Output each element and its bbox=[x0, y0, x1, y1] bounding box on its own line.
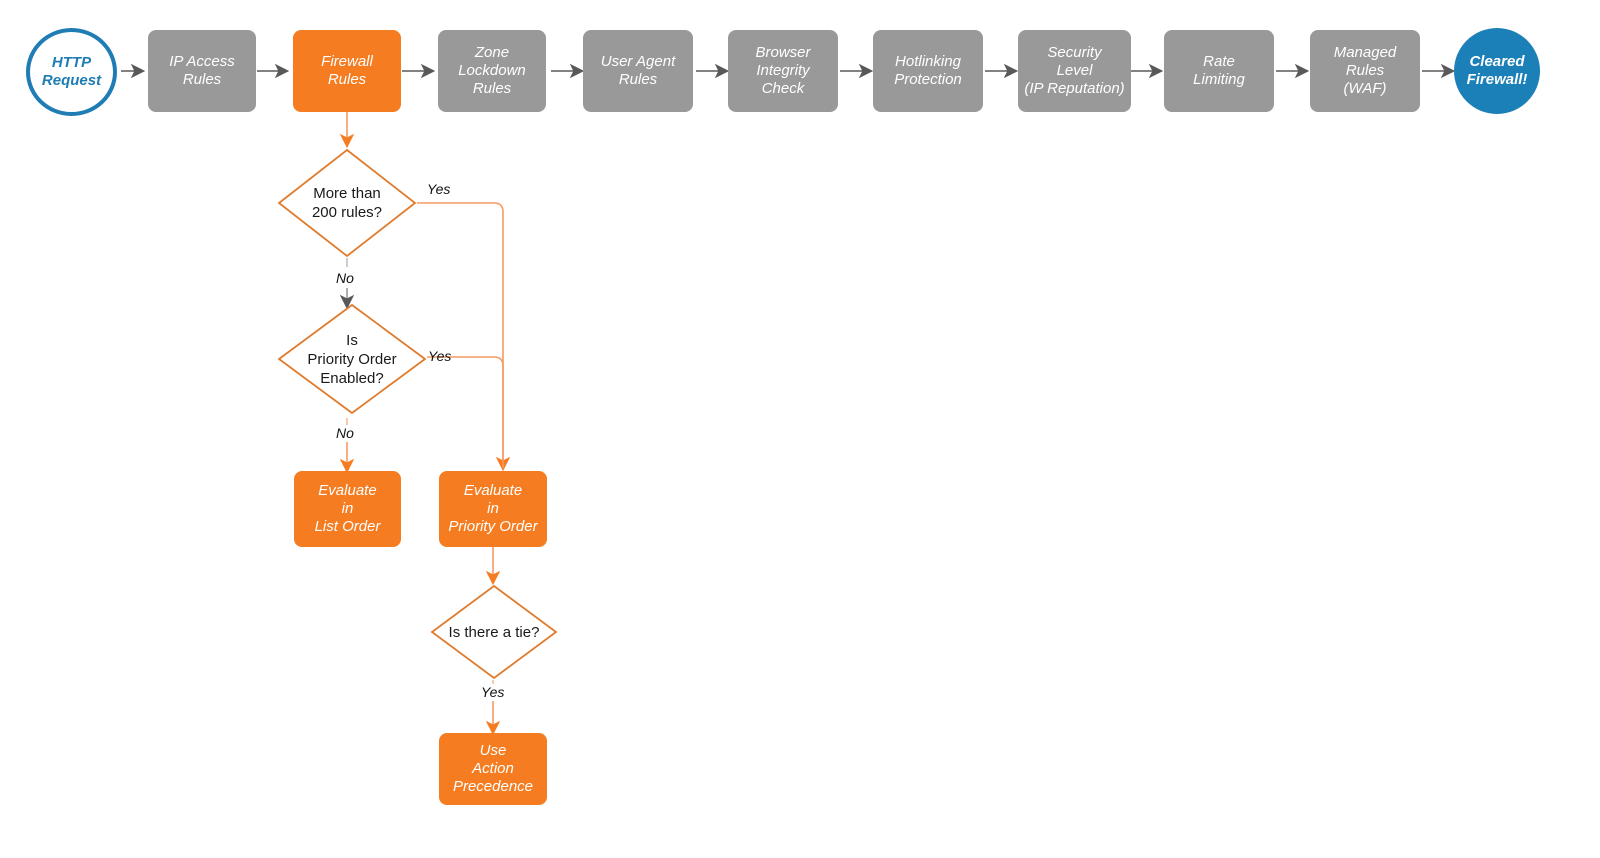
node-use-action-precedence-label: Use Action Precedence bbox=[452, 742, 534, 795]
node-rate-limiting-label: Rate Limiting bbox=[1193, 53, 1245, 88]
node-managed-rules-waf[interactable]: Managed Rules (WAF) bbox=[1310, 30, 1420, 112]
diamond-shape-3 bbox=[430, 584, 558, 680]
node-firewall-rules[interactable]: Firewall Rules bbox=[293, 30, 401, 112]
node-ip-access-rules[interactable]: IP Access Rules bbox=[148, 30, 256, 112]
edge-label-yes-tie: Yes bbox=[481, 684, 505, 700]
node-evaluate-in-list-order-label: Evaluate in List Order bbox=[314, 482, 381, 535]
node-security-level-label: Security Level (IP Reputation) bbox=[1024, 44, 1125, 97]
node-hotlinking-protection[interactable]: Hotlinking Protection bbox=[873, 30, 983, 112]
decision-more-than-200-rules[interactable]: More than 200 rules? bbox=[277, 148, 417, 258]
decision-is-there-a-tie-label: Is there a tie? bbox=[448, 623, 540, 641]
node-user-agent-rules-label: User Agent Rules bbox=[600, 53, 676, 88]
node-evaluate-in-priority-order[interactable]: Evaluate in Priority Order bbox=[439, 471, 547, 547]
node-hotlinking-protection-label: Hotlinking Protection bbox=[894, 53, 962, 88]
node-managed-rules-waf-label: Managed Rules (WAF) bbox=[1333, 44, 1397, 97]
diamond-shape-2 bbox=[277, 303, 427, 415]
decision-is-there-a-tie[interactable]: Is there a tie? bbox=[430, 584, 558, 680]
node-http-request-label: HTTP Request bbox=[41, 54, 102, 89]
node-cleared-firewall[interactable]: Cleared Firewall! bbox=[1454, 28, 1540, 114]
edge-label-no-200-rules: No bbox=[336, 270, 354, 286]
node-firewall-rules-label: Firewall Rules bbox=[321, 53, 373, 88]
node-browser-integrity-check-label: Browser Integrity Check bbox=[755, 44, 811, 97]
node-ip-access-rules-label: IP Access Rules bbox=[169, 53, 235, 88]
node-rate-limiting[interactable]: Rate Limiting bbox=[1164, 30, 1274, 112]
node-zone-lockdown-rules[interactable]: Zone Lockdown Rules bbox=[438, 30, 546, 112]
node-use-action-precedence[interactable]: Use Action Precedence bbox=[439, 733, 547, 805]
node-evaluate-in-priority-order-label: Evaluate in Priority Order bbox=[448, 482, 538, 535]
edge-label-yes-200-rules: Yes bbox=[427, 181, 451, 197]
node-zone-lockdown-rules-label: Zone Lockdown Rules bbox=[458, 44, 526, 97]
node-security-level[interactable]: Security Level (IP Reputation) bbox=[1018, 30, 1131, 112]
node-http-request[interactable]: HTTP Request bbox=[26, 28, 117, 116]
node-user-agent-rules[interactable]: User Agent Rules bbox=[583, 30, 693, 112]
decision-more-than-200-rules-label: More than 200 rules? bbox=[311, 185, 383, 221]
edge-d2-yes bbox=[427, 356, 504, 468]
edge-label-no-priority: No bbox=[336, 425, 354, 441]
diamond-shape-1 bbox=[277, 148, 417, 258]
edge-label-yes-priority: Yes bbox=[428, 348, 452, 364]
edge-d1-yes bbox=[417, 202, 511, 472]
node-cleared-firewall-label: Cleared Firewall! bbox=[1466, 53, 1528, 88]
node-evaluate-in-list-order[interactable]: Evaluate in List Order bbox=[294, 471, 401, 547]
decision-priority-order-enabled[interactable]: Is Priority Order Enabled? bbox=[277, 303, 427, 415]
node-browser-integrity-check[interactable]: Browser Integrity Check bbox=[728, 30, 838, 112]
decision-priority-order-enabled-label: Is Priority Order Enabled? bbox=[307, 331, 397, 387]
